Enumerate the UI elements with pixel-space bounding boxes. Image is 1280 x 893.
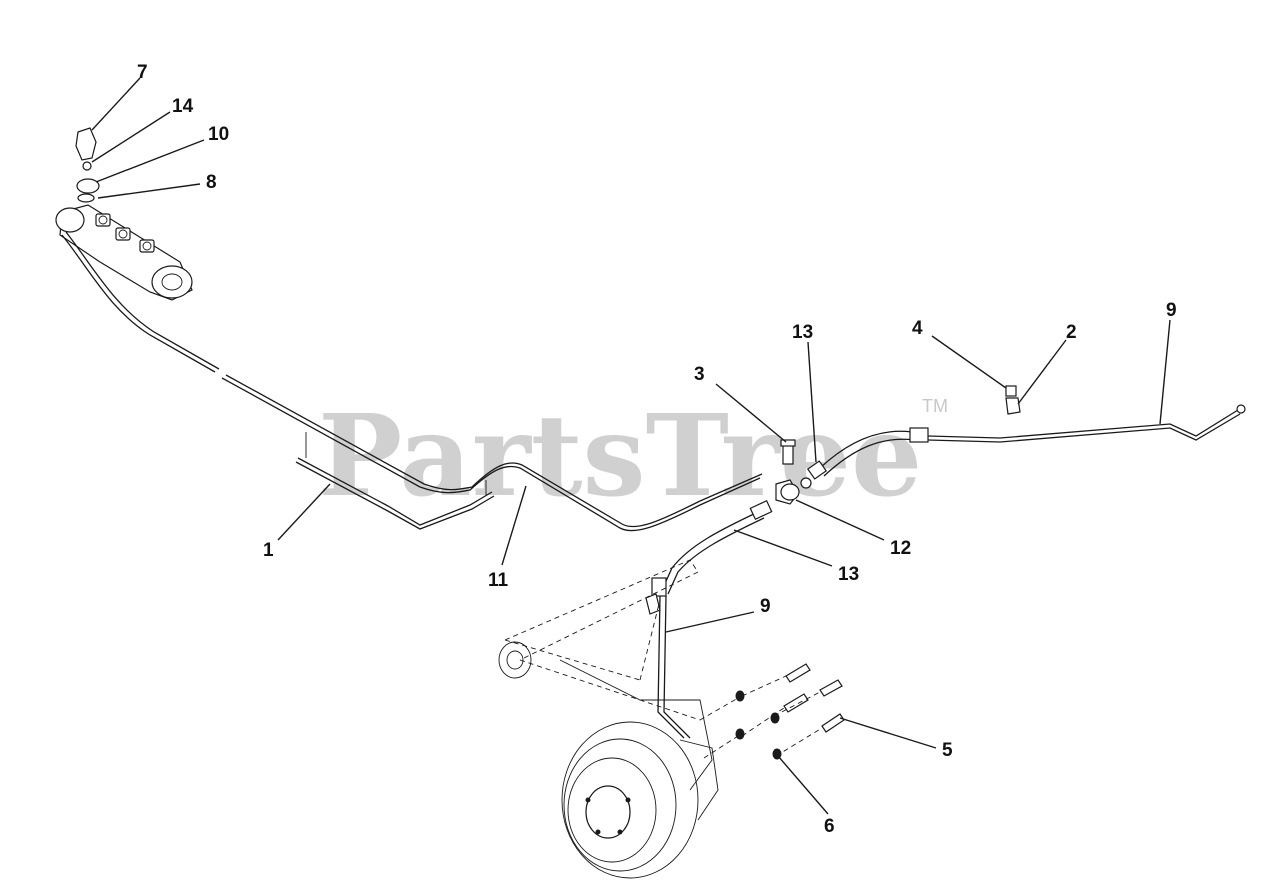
callout-3: 3 (694, 364, 705, 385)
callout-2: 2 (1066, 322, 1077, 343)
reservoir-fittings[interactable] (75, 127, 100, 203)
callout-7-top: 7 (137, 62, 148, 83)
callout-11: 11 (488, 570, 509, 591)
axle-arm-phantom (498, 559, 713, 791)
bolt-3[interactable] (780, 439, 796, 465)
leader-lines (91, 77, 1171, 815)
watermark-text: PartsTree (318, 391, 922, 522)
master-cylinder[interactable] (55, 204, 193, 301)
callout-4: 4 (912, 318, 923, 339)
callout-1: 1 (263, 540, 274, 561)
tee-fitting-12[interactable] (775, 479, 800, 505)
partstree-watermark: PartsTree TM (318, 391, 948, 522)
callout-5: 5 (942, 740, 953, 761)
callout-9-upper: 9 (1166, 300, 1177, 321)
callout-12: 12 (890, 538, 911, 559)
callout-13-lower: 13 (838, 564, 859, 585)
callout-10: 10 (208, 124, 229, 145)
callout-8: 8 (206, 172, 217, 193)
watermark-trademark: TM (922, 396, 948, 416)
brake-line-9-lower[interactable] (645, 593, 691, 739)
callout-6: 6 (824, 816, 835, 837)
flex-hose-upper[interactable] (800, 427, 929, 489)
brake-drum (561, 721, 719, 879)
mounting-bolts-5[interactable] (741, 663, 845, 757)
brake-line-9-upper[interactable] (927, 404, 1246, 443)
callout-13-upper: 13 (792, 322, 813, 343)
clip-2[interactable] (1005, 397, 1021, 415)
flex-hose-lower[interactable] (651, 499, 773, 597)
callout-14: 14 (172, 96, 194, 117)
nuts-6[interactable] (699, 690, 782, 760)
brake-line-1[interactable] (61, 231, 763, 532)
callout-9-lower: 9 (760, 596, 771, 617)
callout-labels: 7 14 10 8 13 4 2 9 3 12 1 11 13 9 5 6 (137, 62, 1177, 837)
bolt-4[interactable] (1005, 385, 1017, 397)
